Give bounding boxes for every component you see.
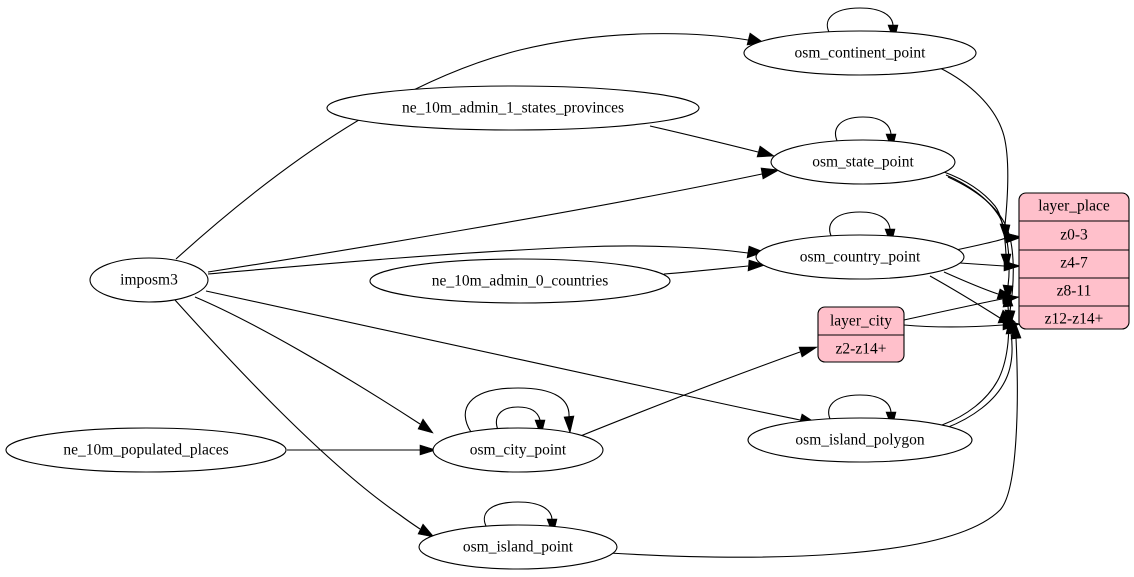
record-row-layer-place-z4-7[interactable]: z4-7 xyxy=(1060,255,1088,272)
edge-imposm3-to-osm-city-point xyxy=(194,296,434,434)
record-row-layer-place-z12-z14[interactable]: z12-z14+ xyxy=(1045,311,1104,328)
node-label-ne-10m-admin-1-states-provinces: ne_10m_admin_1_states_provinces xyxy=(402,100,624,117)
node-osm-continent-point[interactable]: osm_continent_point xyxy=(743,30,977,76)
node-ne-10m-admin-1-states-provinces[interactable]: ne_10m_admin_1_states_provinces xyxy=(326,85,700,131)
node-label-ne-10m-populated-places: ne_10m_populated_places xyxy=(63,442,228,459)
edge-osm-city-point-to-layer-city xyxy=(577,346,818,438)
node-ne-10m-admin-0-countries[interactable]: ne_10m_admin_0_countries xyxy=(369,258,671,304)
node-osm-island-point[interactable]: osm_island_point xyxy=(418,524,618,570)
record-layer: layer_place z0-3 z4-7 z8-11 z12-z14+ lay… xyxy=(817,192,1130,363)
edge-imposm3-to-osm-island-polygon xyxy=(205,290,817,426)
node-label-osm-city-point: osm_city_point xyxy=(470,442,567,459)
node-label-osm-continent-point: osm_continent_point xyxy=(795,45,927,62)
edge-imposm3-to-osm-island-point xyxy=(174,299,435,538)
record-node-layer-place[interactable]: layer_place z0-3 z4-7 z8-11 z12-z14+ xyxy=(1018,192,1130,330)
node-osm-island-polygon[interactable]: osm_island_polygon xyxy=(747,417,973,463)
edge-imposm3-to-osm-country-point xyxy=(207,245,765,275)
record-row-layer-city-z2-z14[interactable]: z2-z14+ xyxy=(836,341,887,358)
node-osm-state-point[interactable]: osm_state_point xyxy=(770,139,956,185)
node-label-osm-island-point: osm_island_point xyxy=(463,539,574,556)
record-row-layer-place-z0-3[interactable]: z0-3 xyxy=(1060,227,1088,244)
edge-osm-country-point-to-layer-place-z4-7 xyxy=(959,260,1022,272)
node-osm-country-point[interactable]: osm_country_point xyxy=(755,234,965,280)
edge-osm-island-point-to-layer-place-z12-z14 xyxy=(608,320,1022,558)
node-label-osm-state-point: osm_state_point xyxy=(812,154,914,171)
edge-ne-admin0-countries-to-osm-country-point xyxy=(663,259,766,275)
record-row-layer-place-title: layer_place xyxy=(1038,198,1110,215)
edge-ne-populated-places-to-osm-city-point xyxy=(287,444,438,456)
edge-osm-island-polygon-to-layer-place-z8-11 xyxy=(941,288,1014,426)
edge-osm-island-polygon-to-layer-place-z12-z14 xyxy=(945,315,1017,429)
node-imposm3[interactable]: imposm3 xyxy=(89,257,209,303)
edge-self-loop-osm-city-point-outer xyxy=(464,387,575,435)
node-label-imposm3: imposm3 xyxy=(120,272,178,289)
node-ne-10m-populated-places[interactable]: ne_10m_populated_places xyxy=(5,427,287,473)
record-node-layer-city[interactable]: layer_city z2-z14+ xyxy=(817,306,905,363)
edge-osm-country-point-to-layer-place-z0-3 xyxy=(955,232,1024,251)
node-label-osm-country-point: osm_country_point xyxy=(800,249,921,266)
node-layer: imposm3 ne_10m_admin_1_states_provinces … xyxy=(5,30,977,570)
edge-imposm3-to-osm-continent-point xyxy=(175,32,765,260)
edge-self-loop-osm-city-point-inner xyxy=(495,406,546,438)
edge-ne-states-provinces-to-osm-state-point xyxy=(649,125,775,158)
edge-layer-city-to-layer-place-z8-11 xyxy=(903,293,1021,321)
edge-imposm3-to-osm-state-point xyxy=(207,167,780,273)
node-label-osm-island-polygon: osm_island_polygon xyxy=(795,432,924,449)
node-label-ne-10m-admin-0-countries: ne_10m_admin_0_countries xyxy=(432,273,609,290)
edge-layer xyxy=(174,7,1024,558)
node-osm-city-point[interactable]: osm_city_point xyxy=(432,427,604,473)
edge-layer-city-to-layer-place-z12-z14 xyxy=(903,319,1022,331)
record-row-layer-place-z8-11[interactable]: z8-11 xyxy=(1057,283,1092,300)
record-row-layer-city-title: layer_city xyxy=(830,313,892,330)
